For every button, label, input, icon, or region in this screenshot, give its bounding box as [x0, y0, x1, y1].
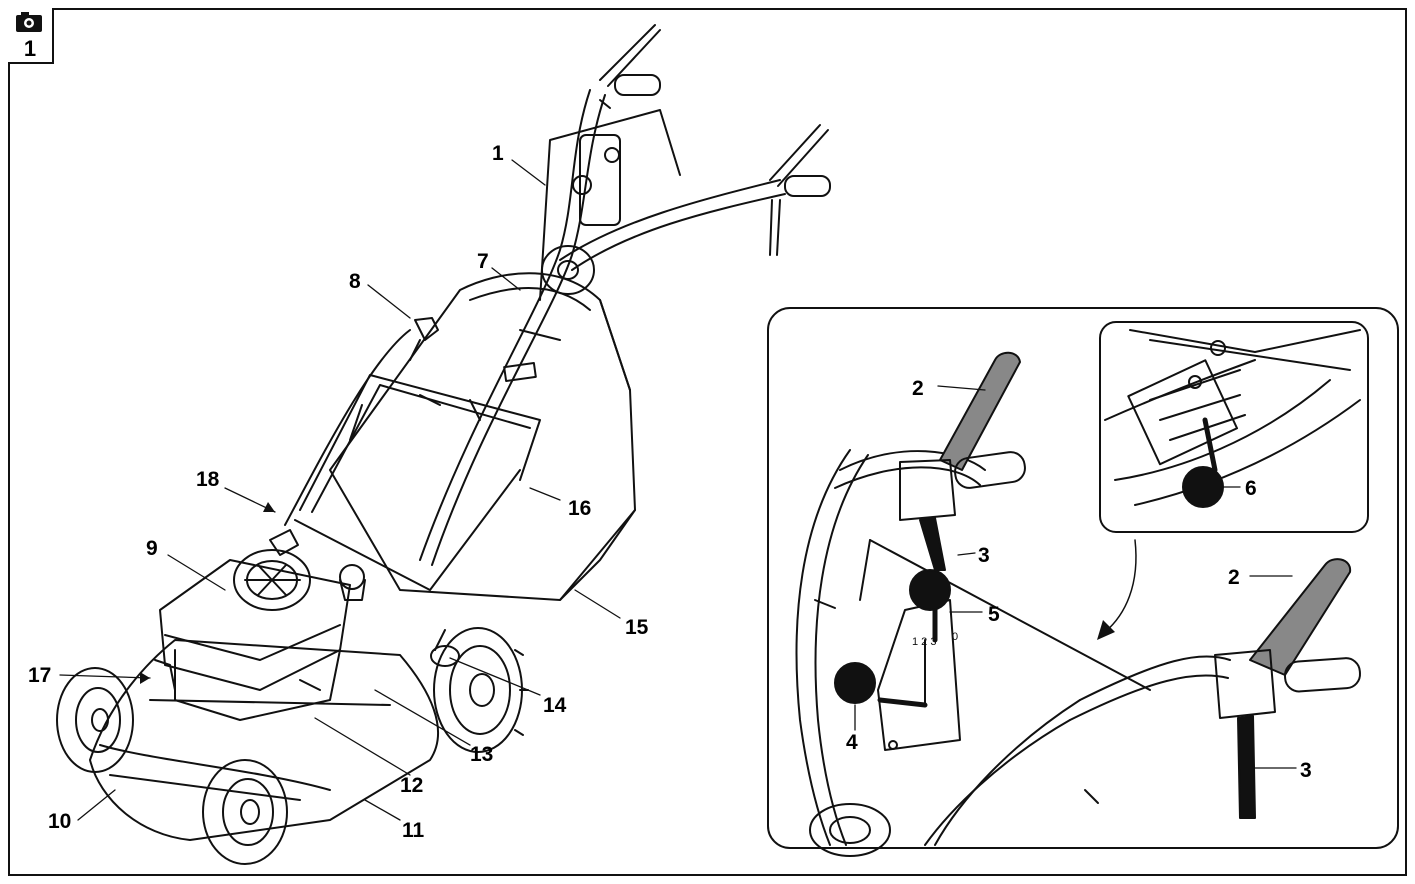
knob-6	[1182, 466, 1224, 508]
knob-4	[834, 662, 876, 704]
detail-grip-a	[954, 451, 1026, 489]
knob-5	[909, 569, 951, 611]
callout-18: 18	[196, 468, 220, 491]
mower-deck	[89, 639, 439, 841]
callout-16: 16	[568, 497, 592, 520]
camera-icon	[16, 12, 42, 32]
grass-bag	[329, 272, 636, 601]
svg-text:1 2 3: 1 2 3	[912, 636, 936, 648]
starter-cord	[284, 317, 439, 526]
callout-6: 6	[1245, 477, 1257, 500]
callout-10: 10	[48, 810, 72, 833]
callout-5: 5	[988, 603, 1000, 626]
figure-tab: 1	[8, 8, 54, 64]
front-wheel-left	[56, 667, 134, 773]
callout-1: 1	[492, 142, 504, 165]
callout-3a: 3	[978, 544, 990, 567]
front-wheel-right	[202, 759, 288, 865]
curved-arrow	[1104, 539, 1137, 633]
figure-number: 1	[23, 36, 37, 61]
detail-handle	[795, 449, 1231, 857]
callout-12: 12	[400, 774, 424, 797]
rear-wheel	[430, 627, 529, 753]
leader-lines	[59, 159, 621, 821]
callout-4: 4	[846, 731, 858, 754]
engine	[154, 529, 366, 721]
sub-detail-mechanism	[1104, 329, 1361, 506]
callout-3b: 3	[1300, 759, 1312, 782]
handlebar	[419, 24, 831, 566]
callout-2a: 2	[912, 377, 924, 400]
callout-14: 14	[543, 694, 567, 717]
sub-detail-panel	[1099, 321, 1369, 533]
callout-15: 15	[625, 616, 649, 639]
callout-7: 7	[477, 250, 489, 273]
detail-grip-b	[1283, 657, 1362, 693]
callout-11: 11	[402, 819, 425, 842]
callout-17: 17	[28, 664, 52, 687]
callout-8: 8	[349, 270, 361, 293]
callout-2b: 2	[1228, 566, 1240, 589]
gear-plate	[877, 599, 961, 751]
svg-text:0: 0	[952, 631, 958, 643]
bag-frame	[294, 374, 541, 591]
figure-frame	[8, 8, 1407, 876]
callout-13: 13	[470, 743, 494, 766]
detail-panel	[767, 307, 1399, 849]
callout-9: 9	[146, 537, 158, 560]
